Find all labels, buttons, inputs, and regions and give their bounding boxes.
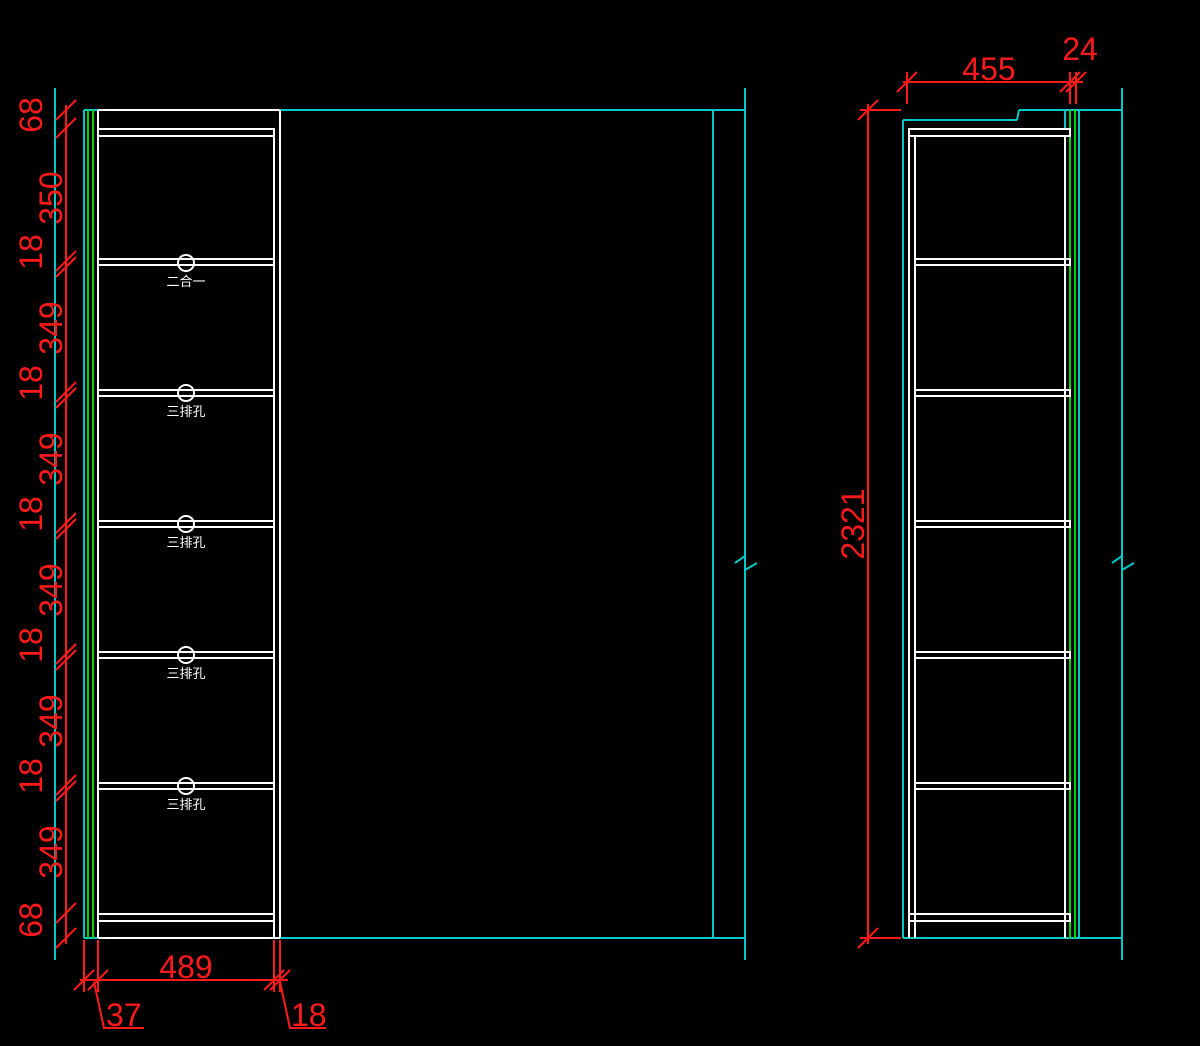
front-wall-outline: [54, 88, 758, 960]
dimension-label: 18: [13, 758, 49, 794]
side-wall-outline: [902, 88, 1135, 960]
hole-circle: [177, 254, 195, 272]
dimension-label: 349: [33, 563, 69, 616]
dimension-label: 349: [33, 301, 69, 354]
dimension-label: 68: [13, 97, 49, 133]
hole-circle: [177, 384, 195, 402]
hole-label: 三排孔: [166, 667, 205, 682]
front-elevation: 二合一 三排孔 三排孔 三排孔 三排孔: [13, 88, 758, 1033]
front-bottom-dimensions: 489 37 18: [73, 940, 327, 1033]
dimension-label: 350: [33, 171, 69, 224]
side-cabinet: [908, 128, 1071, 938]
hole-label: 二合一: [166, 275, 205, 290]
front-vertical-dimension-chain: 68 350 18 349 18 349 18 349 18 349 18 34…: [13, 97, 77, 949]
front-cabinet: [97, 109, 281, 939]
side-left-dimension-label: 37: [106, 997, 142, 1033]
side-right-dimension-label: 18: [291, 997, 327, 1033]
side-elevation: 2321 455 24: [835, 31, 1135, 960]
hole-circle: [177, 646, 195, 664]
front-hole-markers: 二合一 三排孔 三排孔 三排孔 三排孔: [166, 254, 206, 813]
dimension-label: 349: [33, 694, 69, 747]
side-height-dimension: 2321: [835, 99, 901, 949]
dimension-label: 349: [33, 432, 69, 485]
hole-label: 三排孔: [166, 798, 205, 813]
dimension-label: 349: [33, 825, 69, 878]
width-dimension-label: 489: [159, 949, 212, 985]
hole-circle: [177, 515, 195, 533]
side-back-panel: [1069, 110, 1080, 938]
hole-label: 三排孔: [166, 405, 205, 420]
hole-label: 三排孔: [166, 536, 205, 551]
side-depth-dimensions: 455 24: [896, 31, 1098, 104]
dimension-ticks: [55, 99, 77, 949]
dimension-label: 18: [13, 234, 49, 270]
height-dimension-label: 2321: [835, 488, 871, 559]
dimension-label: 18: [13, 365, 49, 401]
back-dimension-label: 24: [1062, 31, 1098, 67]
depth-dimension-label: 455: [962, 51, 1015, 87]
dimension-label: 18: [13, 627, 49, 663]
hole-circle: [177, 777, 195, 795]
dimension-label: 18: [13, 496, 49, 532]
dimension-label: 68: [13, 902, 49, 938]
front-side-panel: [87, 110, 94, 938]
